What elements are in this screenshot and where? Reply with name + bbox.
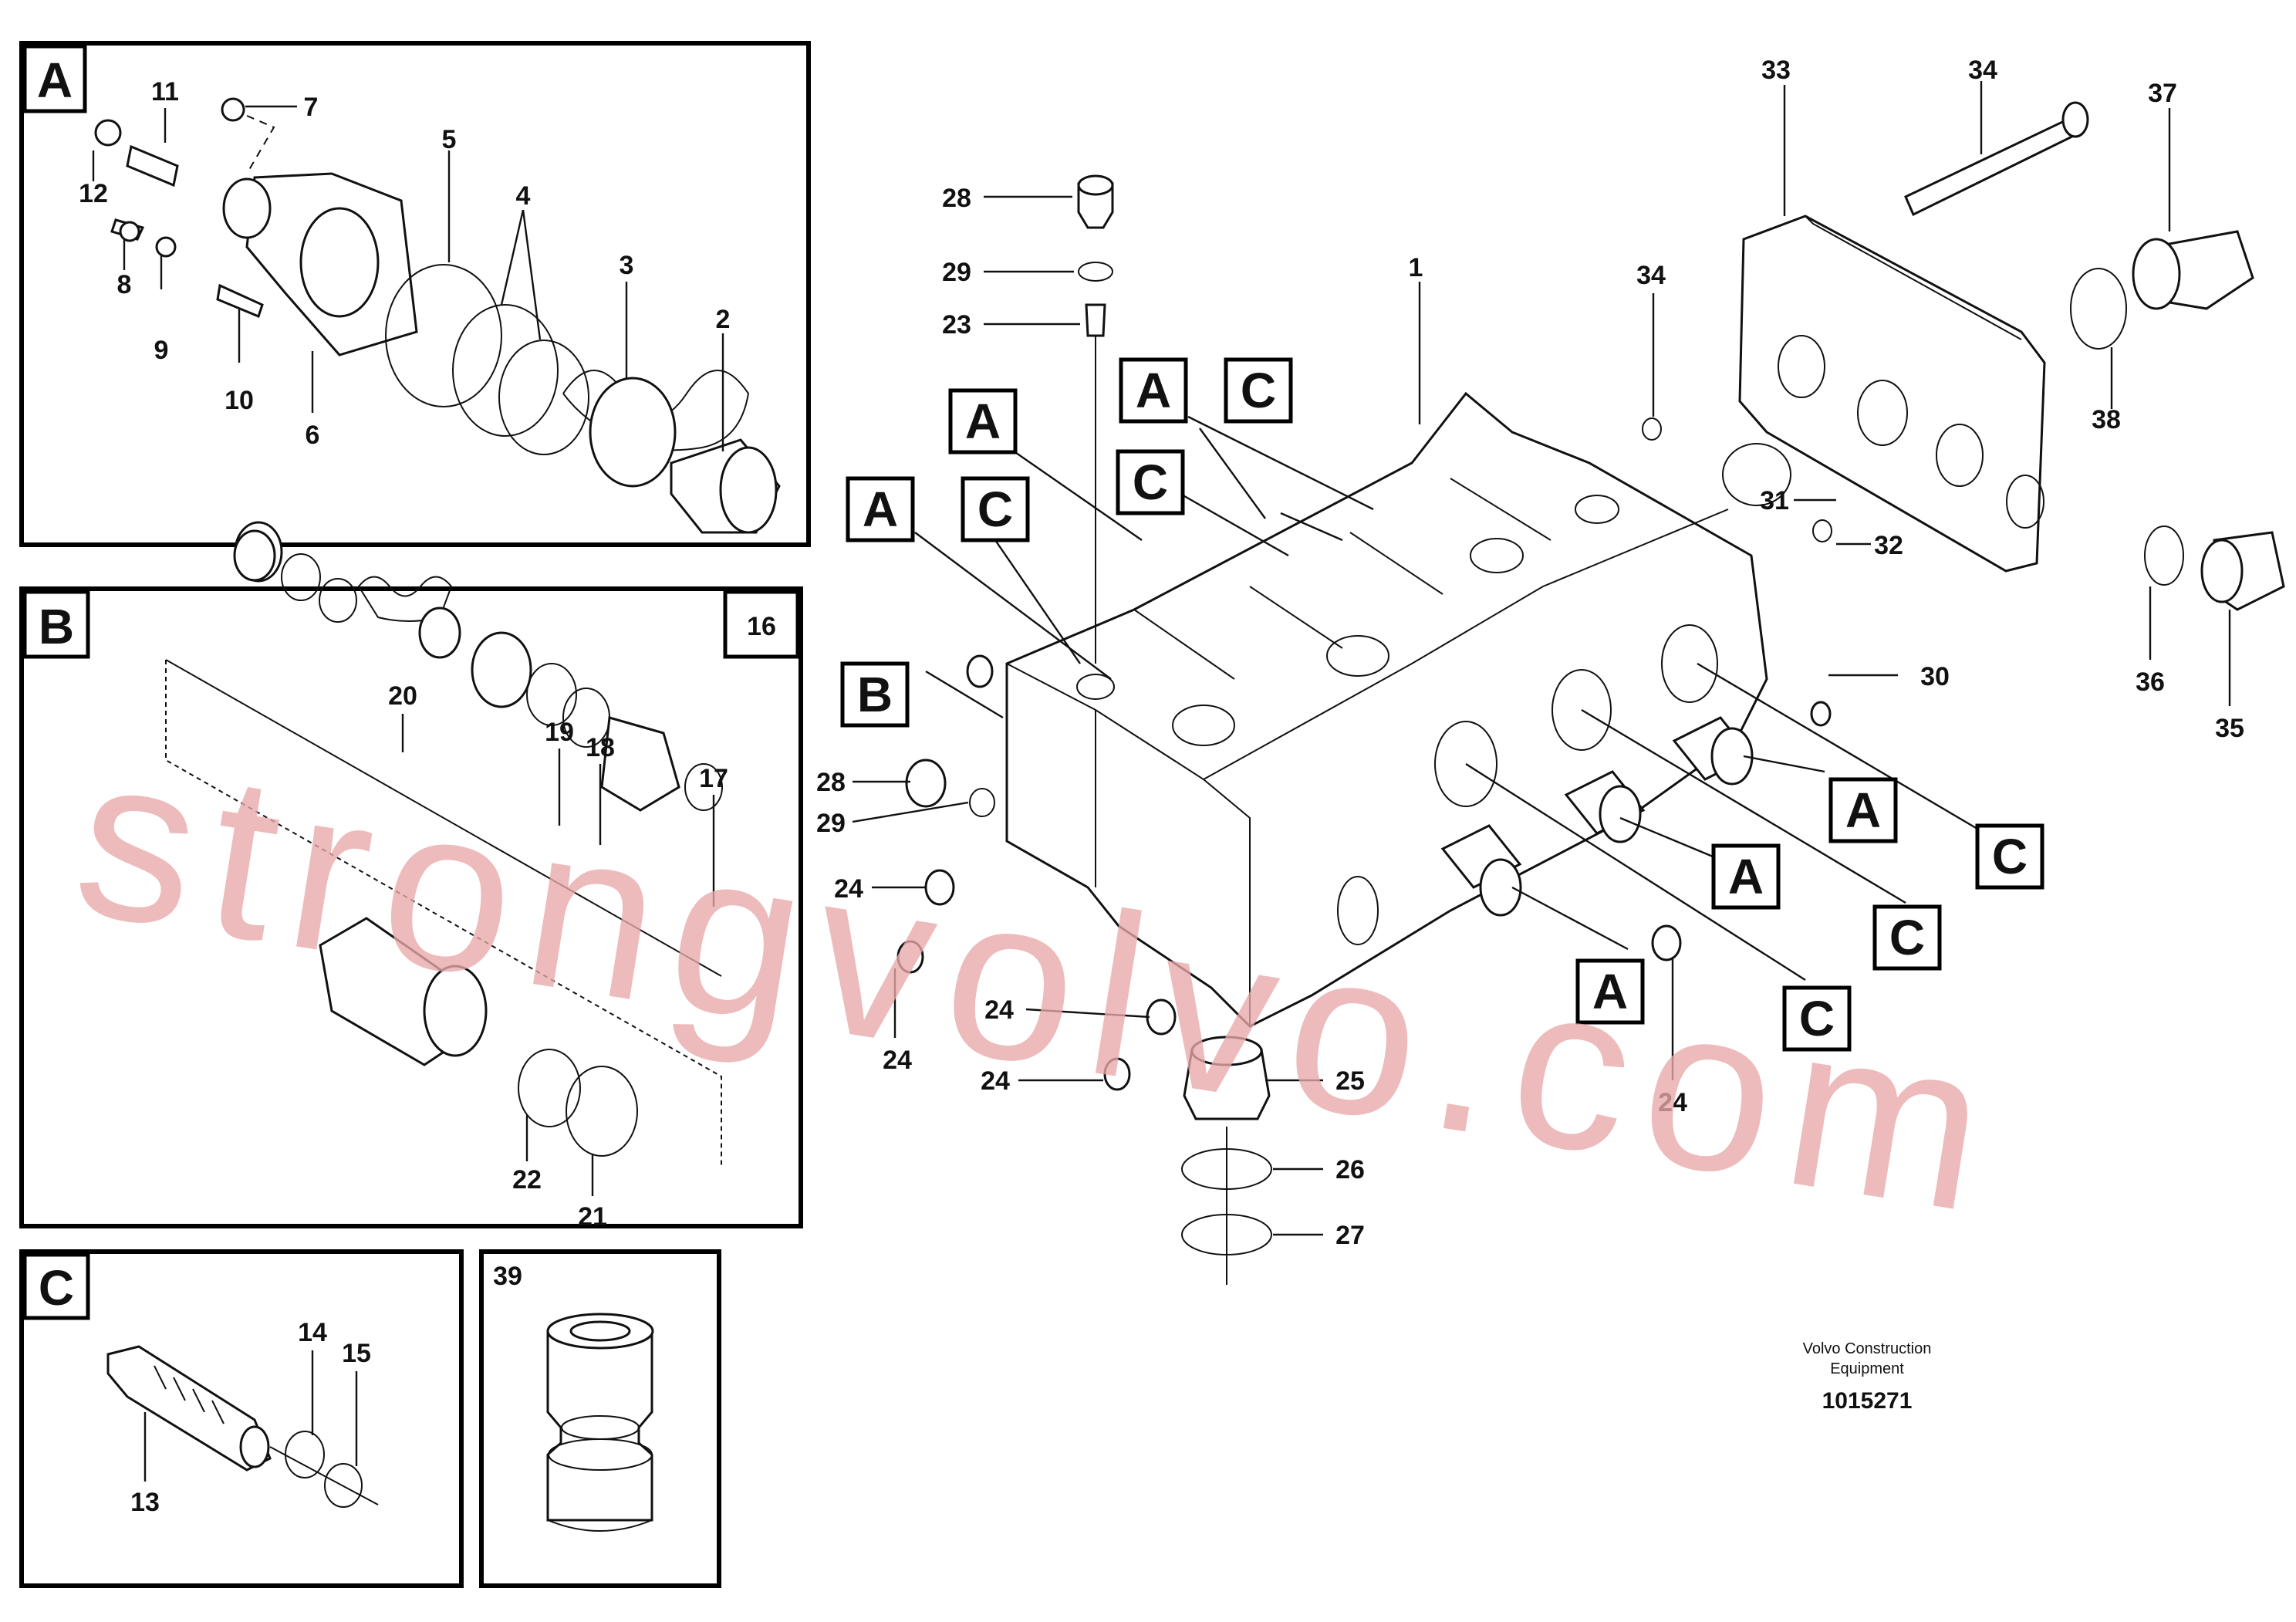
tag-a-1: A xyxy=(948,388,1018,454)
label-part-36: 36 xyxy=(2136,667,2165,697)
label-part-23: 23 xyxy=(942,310,971,340)
detail-c-letter: C xyxy=(39,1260,74,1316)
tag-a-6-letter: A xyxy=(1592,964,1628,1019)
label-part-15: 15 xyxy=(342,1339,371,1368)
label-part-35: 35 xyxy=(2215,714,2244,743)
label-part-24-c: 24 xyxy=(883,1046,912,1075)
tag-c-5-letter: C xyxy=(1889,910,1925,965)
label-part-14: 14 xyxy=(298,1318,327,1347)
label-part-34-top: 34 xyxy=(1968,56,1997,85)
label-part-10: 10 xyxy=(225,386,254,415)
tag-a-1-letter: A xyxy=(965,394,1001,449)
detail-c-leaders xyxy=(144,1350,358,1482)
tag-c-2-letter: C xyxy=(1241,363,1276,418)
label-part-11: 11 xyxy=(151,77,179,106)
label-part-2: 2 xyxy=(716,305,731,334)
label-part-24-a: 24 xyxy=(834,874,863,904)
label-part-30: 30 xyxy=(1920,662,1950,691)
label-part-33: 33 xyxy=(1761,56,1791,85)
main-valve-assembly xyxy=(896,101,2285,1285)
tag-a-5-letter: A xyxy=(1728,849,1764,904)
label-part-24-e: 24 xyxy=(1658,1088,1687,1117)
tag-a-4-letter: A xyxy=(1845,782,1881,838)
tag-a-2: A xyxy=(846,476,915,542)
footer-line-2: Equipment xyxy=(1830,1360,1904,1377)
label-part-3: 3 xyxy=(620,251,634,280)
tag-b-1-letter: B xyxy=(857,667,893,722)
document-number: 1015271 xyxy=(1822,1388,1913,1414)
footer-line-1: Volvo Construction xyxy=(1803,1340,1932,1357)
detail-a-leaders xyxy=(92,105,724,451)
tag-c-3: C xyxy=(1116,449,1185,515)
detail-39-panel: 39 xyxy=(479,1249,721,1588)
label-part-7: 7 xyxy=(304,93,319,122)
label-part-28-top: 28 xyxy=(942,184,971,213)
tag-c-2: C xyxy=(1224,357,1293,424)
label-part-22: 22 xyxy=(512,1165,542,1195)
label-part-20: 20 xyxy=(388,681,417,711)
label-part-29-top: 29 xyxy=(942,258,971,287)
detail-b-parts xyxy=(165,521,723,1165)
label-part-31: 31 xyxy=(1760,486,1789,515)
tag-c-4: C xyxy=(1975,823,2044,890)
tag-a-4: A xyxy=(1828,777,1898,843)
main-leaders xyxy=(852,81,2231,1236)
tag-a-2-letter: A xyxy=(863,482,898,537)
detail-b-ref-number: 16 xyxy=(747,612,776,641)
tag-c-1-letter: C xyxy=(977,482,1013,537)
detail-a-letter: A xyxy=(37,52,73,108)
tag-c-6-letter: C xyxy=(1799,991,1835,1046)
label-part-34-side: 34 xyxy=(1636,261,1666,290)
tag-c-1: C xyxy=(961,476,1030,542)
label-part-6: 6 xyxy=(306,421,320,450)
label-part-5: 5 xyxy=(442,125,457,154)
label-part-9: 9 xyxy=(154,336,169,365)
tag-a-3: A xyxy=(1119,357,1188,424)
detail-b-leaders xyxy=(401,714,715,1196)
label-part-28-side: 28 xyxy=(816,768,846,797)
label-part-38: 38 xyxy=(2092,405,2121,434)
tag-c-6: C xyxy=(1782,985,1852,1052)
detail-c-parts xyxy=(106,1345,379,1508)
label-part-29-side: 29 xyxy=(816,809,846,838)
label-part-19: 19 xyxy=(545,718,574,747)
detail-b-panel: B 16 xyxy=(19,521,803,1232)
label-part-25: 25 xyxy=(1335,1066,1365,1096)
tag-c-4-letter: C xyxy=(1992,829,2028,884)
label-part-27: 27 xyxy=(1335,1221,1365,1250)
label-part-21: 21 xyxy=(578,1202,607,1232)
tag-b-1: B xyxy=(840,661,910,728)
detail-a-panel: A xyxy=(19,41,811,547)
detail-a-parts xyxy=(94,97,781,534)
label-part-26: 26 xyxy=(1335,1155,1365,1184)
label-part-12: 12 xyxy=(79,179,108,208)
spacer-sleeve-part xyxy=(546,1313,654,1532)
label-part-24-b: 24 xyxy=(984,995,1014,1025)
footer: Volvo Construction Equipment 1015271 xyxy=(1803,1340,1932,1414)
label-part-18: 18 xyxy=(586,733,615,762)
detail-c-panel: C 13 14 15 xyxy=(19,1249,464,1588)
tag-a-5: A xyxy=(1711,843,1781,910)
label-part-24-d: 24 xyxy=(981,1066,1010,1096)
tag-a-3-letter: A xyxy=(1136,363,1171,418)
label-part-32: 32 xyxy=(1874,531,1903,560)
tag-c-5: C xyxy=(1872,904,1942,971)
label-part-8: 8 xyxy=(117,270,132,299)
label-part-17: 17 xyxy=(699,764,728,793)
label-part-1: 1 xyxy=(1409,253,1423,282)
label-part-37: 37 xyxy=(2148,79,2177,108)
label-part-39: 39 xyxy=(493,1262,522,1291)
main-labels: 1 28 29 23 33 34 34 37 38 31 32 30 36 35… xyxy=(816,56,2244,1250)
tag-a-6: A xyxy=(1575,958,1645,1025)
detail-b-letter: B xyxy=(39,599,74,654)
label-part-13: 13 xyxy=(130,1488,160,1517)
label-part-4: 4 xyxy=(516,181,531,211)
callout-tags: A C A A C C B A C A C A C xyxy=(840,357,2044,1052)
tag-c-3-letter: C xyxy=(1133,454,1168,510)
